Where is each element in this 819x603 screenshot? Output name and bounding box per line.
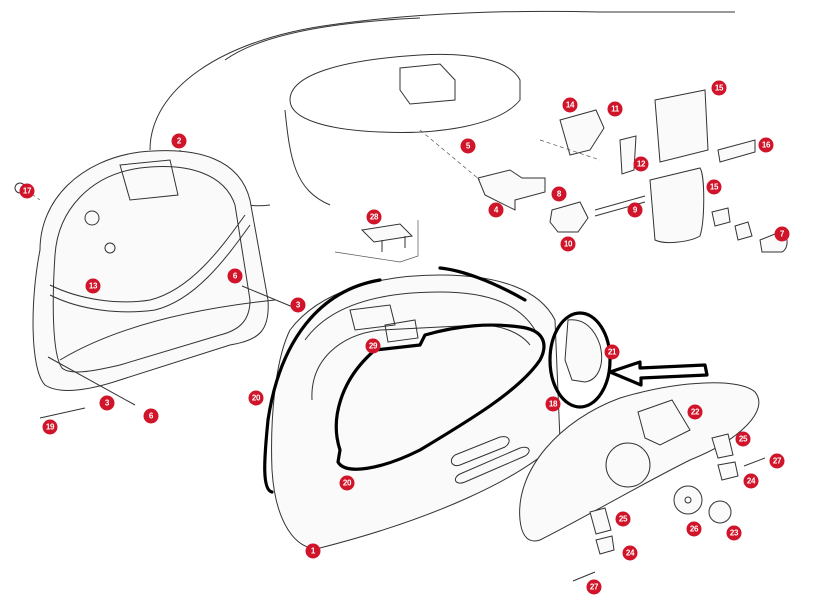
callout-14[interactable]: 14 [562,97,578,113]
callout-9[interactable]: 9 [627,202,643,218]
callout-13[interactable]: 13 [85,278,101,294]
callout-22[interactable]: 22 [687,404,703,420]
callout-23[interactable]: 23 [726,525,742,541]
callout-8[interactable]: 8 [551,186,567,202]
arrow-pointing-21 [608,360,709,387]
lower-right-parts [572,433,766,582]
callout-25[interactable]: 25 [615,511,631,527]
side-cover [519,382,760,542]
callout-12[interactable]: 12 [633,156,649,172]
callout-2[interactable]: 2 [171,133,187,149]
callout-26[interactable]: 26 [686,521,702,537]
callout-19[interactable]: 19 [42,419,58,435]
callout-24[interactable]: 24 [743,473,759,489]
callout-17[interactable]: 17 [19,183,35,199]
callout-20[interactable]: 20 [339,475,355,491]
callout-27[interactable]: 27 [769,453,785,469]
callout-7[interactable]: 7 [774,226,790,242]
lock-parts-cluster [419,89,788,253]
callout-6[interactable]: 6 [143,408,159,424]
plate-part-28 [334,220,419,263]
callout-25[interactable]: 25 [735,431,751,447]
callout-11[interactable]: 11 [607,101,623,117]
callout-27[interactable]: 27 [586,579,602,595]
callout-3[interactable]: 3 [99,395,115,411]
callout-20[interactable]: 20 [248,390,264,406]
callout-21[interactable]: 21 [604,344,620,360]
callout-4[interactable]: 4 [488,202,504,218]
inner-shell-part-2 [32,150,276,391]
seal-outline-20-inner [334,323,546,471]
seal-outline-20-outer-top [438,266,527,302]
callout-29[interactable]: 29 [365,338,381,354]
callout-18[interactable]: 18 [545,396,561,412]
callout-10[interactable]: 10 [560,236,576,252]
callout-16[interactable]: 16 [758,137,774,153]
callout-15[interactable]: 15 [711,80,727,96]
highlight-annotations [263,266,709,494]
callout-15[interactable]: 15 [706,179,722,195]
callout-28[interactable]: 28 [366,209,382,225]
callout-5[interactable]: 5 [460,138,476,154]
callout-1[interactable]: 1 [305,543,321,559]
callout-3[interactable]: 3 [290,297,306,313]
circle-around-21 [548,311,612,409]
callout-24[interactable]: 24 [622,545,638,561]
seal-outline-20-outer [263,278,382,494]
callout-6[interactable]: 6 [227,268,243,284]
